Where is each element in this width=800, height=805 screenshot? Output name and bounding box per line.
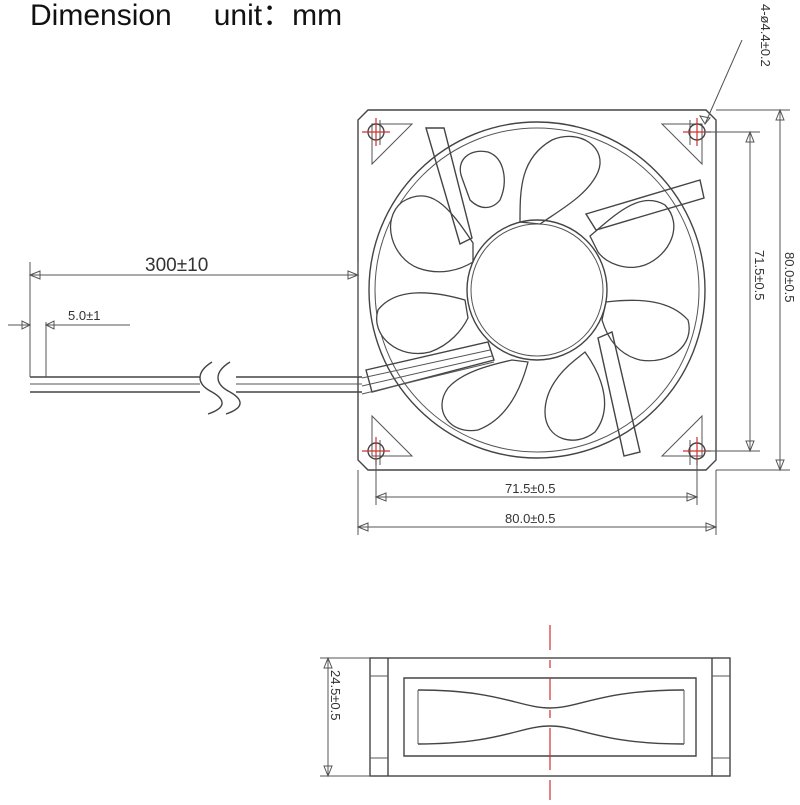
corner-gusset-tr	[660, 123, 703, 166]
corner-gusset-bl	[371, 414, 414, 457]
front-dimensions: 71.5±0.5 80.0±0.5 71.5±0.5 80.0±0.5	[356, 108, 797, 535]
hole-spec-leader	[704, 39, 743, 125]
side-frame-outer	[369, 657, 731, 777]
hole-pitch-v-label: 71.5±0.5	[752, 250, 767, 301]
fan-hub	[466, 219, 608, 361]
thickness-label: 24.5±0.5	[328, 670, 343, 721]
hole-spec-label: 4-ø4.4±0.2	[758, 4, 773, 67]
cable-channel	[361, 349, 495, 395]
hole-pitch-h-label: 71.5±0.5	[505, 481, 556, 496]
side-view: 24.5±0.5	[320, 625, 731, 800]
fan-opening-inner	[374, 127, 700, 453]
support-spokes	[365, 127, 705, 457]
fan-hub-inner	[470, 223, 604, 357]
fan-blades	[376, 135, 690, 441]
side-venturi-profile	[417, 689, 685, 709]
cable: 5.0±1 300±10	[8, 255, 362, 415]
outer-size-v-label: 80.0±0.5	[782, 252, 797, 303]
unit-label: unit：mm	[213, 0, 343, 32]
cable-length-label: 300±10	[145, 255, 208, 276]
drawing-title: Dimension unit：mm	[30, 0, 342, 38]
strip-length-label: 5.0±1	[68, 308, 100, 323]
corner-gusset-tl	[371, 123, 414, 166]
front-view: 4-ø4.4±0.2	[357, 4, 773, 471]
corner-gusset-br	[660, 414, 703, 457]
side-frame-inner	[403, 677, 697, 757]
outer-size-h-label: 80.0±0.5	[505, 511, 556, 526]
title-label: Dimension	[30, 0, 172, 32]
cable-break-mark	[199, 361, 223, 415]
fan-opening	[368, 121, 706, 459]
